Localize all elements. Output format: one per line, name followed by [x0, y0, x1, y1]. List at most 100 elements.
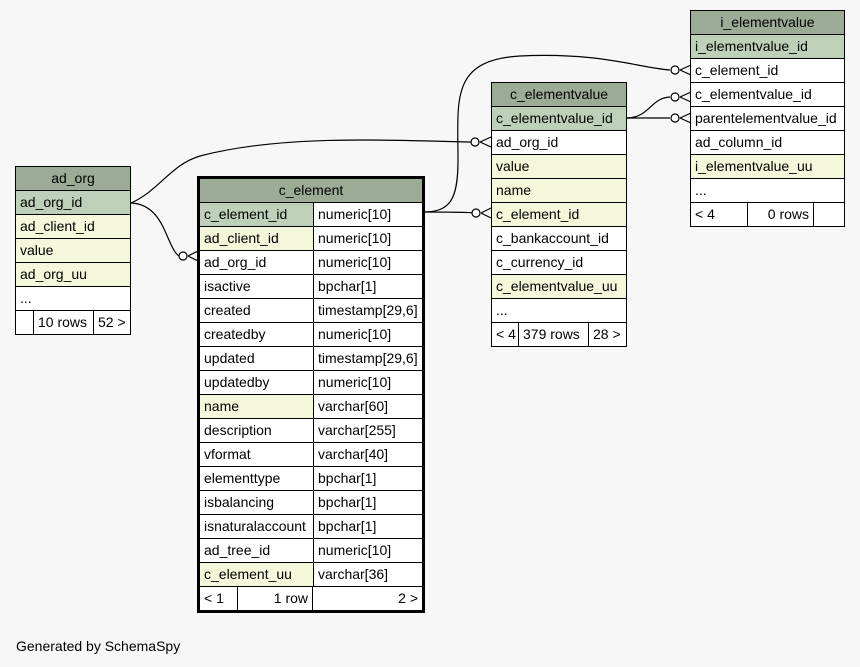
footer-children[interactable] [814, 203, 844, 226]
table-row[interactable]: ad_org_id [492, 131, 626, 155]
footer-children[interactable]: 28 > [593, 326, 621, 342]
column-name: isactive [200, 275, 313, 298]
crowfoot-cev-element [480, 207, 492, 219]
column-name: ad_client_id [200, 227, 313, 250]
table-footer: 10 rows 52 > [16, 311, 130, 334]
table-row[interactable]: value [16, 239, 130, 263]
footer-rows: 10 rows [34, 311, 94, 334]
table-row[interactable]: name [492, 179, 626, 203]
crowfoot-circle-cev-element [471, 208, 481, 218]
table-row[interactable]: ad_org_id [16, 191, 130, 215]
column-type: varchar[255] [313, 419, 422, 442]
column-name: i_elementvalue_uu [691, 155, 844, 178]
column-name: createdby [200, 323, 313, 346]
crowfoot-circle-corg [178, 251, 188, 261]
table-row[interactable]: i_elementvalue_uu [691, 155, 844, 179]
column-type: varchar[36] [313, 563, 422, 586]
footer-rows: 1 row [238, 587, 313, 610]
table-footer: < 1 1 row 2 > [200, 587, 422, 610]
column-name: c_element_id [492, 203, 626, 226]
column-name: isbalancing [200, 491, 313, 514]
column-name: c_element_id [691, 59, 844, 82]
table-ad-org[interactable]: ad_org ad_org_id ad_client_id value ad_o… [15, 166, 131, 335]
footer-parents[interactable]: < 1 [200, 587, 238, 610]
table-row[interactable]: c_elementvalue_id [492, 107, 626, 131]
column-name: created [200, 299, 313, 322]
column-type: bpchar[1] [313, 467, 422, 490]
footer-children[interactable]: 52 > [98, 314, 126, 330]
table-row[interactable]: parentelementvalue_id [691, 107, 844, 131]
table-row[interactable]: c_element_id [492, 203, 626, 227]
table-footer: < 4 0 rows [691, 203, 844, 226]
table-row[interactable]: ad_org_uu [16, 263, 130, 287]
footer-parents[interactable]: < 4 [691, 203, 748, 226]
table-row[interactable]: ad_column_id [691, 131, 844, 155]
column-name: ad_org_id [200, 251, 313, 274]
edge-iev-cev-to-cev [625, 96, 671, 119]
table-row[interactable]: c_currency_id [492, 251, 626, 275]
column-type: numeric[10] [313, 227, 422, 250]
table-title: c_elementvalue [492, 83, 626, 107]
crowfoot-iev-parent [679, 112, 692, 124]
table-row[interactable]: i_elementvalue_id [691, 35, 844, 59]
table-title: ad_org [16, 167, 130, 191]
column-name: c_element_uu [200, 563, 313, 586]
table-row[interactable]: c_element_id [691, 59, 844, 83]
column-name: ad_org_uu [20, 266, 87, 282]
column-name: c_bankaccount_id [492, 227, 626, 250]
column-type: varchar[60] [313, 395, 422, 418]
table-row[interactable]: c_elementvalue_id [691, 83, 844, 107]
column-name: isnaturalaccount [200, 515, 313, 538]
table-row[interactable]: ad_client_id [16, 215, 130, 239]
table-row[interactable]: ... [691, 179, 844, 203]
column-name: value [20, 242, 54, 258]
crowfoot-circle-iev-cev [670, 92, 680, 102]
column-name: ad_org_id [20, 194, 83, 210]
table-row[interactable]: ... [492, 299, 626, 323]
table-row[interactable]: c_bankaccount_id [492, 227, 626, 251]
footer-parents[interactable]: < 4 [492, 323, 519, 346]
crowfoot-circle-iev-parent [670, 113, 680, 123]
column-type: varchar[40] [313, 443, 422, 466]
table-row[interactable]: value [492, 155, 626, 179]
column-type: timestamp[29,6] [313, 299, 422, 322]
table-row[interactable]: c_elementvalue_uu [492, 275, 626, 299]
footer-children[interactable]: 2 > [398, 590, 418, 606]
table-row[interactable]: ... [16, 287, 130, 311]
footer-parents[interactable] [16, 311, 34, 334]
column-type: numeric[10] [313, 539, 422, 562]
column-type: bpchar[1] [313, 275, 422, 298]
generated-by-caption: Generated by SchemaSpy [16, 638, 181, 654]
column-name: c_elementvalue_id [492, 107, 626, 130]
footer-rows: 0 rows [748, 203, 814, 226]
column-name: c_currency_id [492, 251, 626, 274]
column-type: numeric[10] [313, 323, 422, 346]
crowfoot-circle-cev-adorg [470, 137, 480, 147]
crowfoot-iev-element [679, 64, 692, 76]
table-title: i_elementvalue [691, 11, 844, 35]
edge-iev-element-to-celement [422, 54, 671, 213]
column-type: numeric[10] [313, 251, 422, 274]
table-footer: < 4 379 rows 28 > [492, 323, 626, 346]
